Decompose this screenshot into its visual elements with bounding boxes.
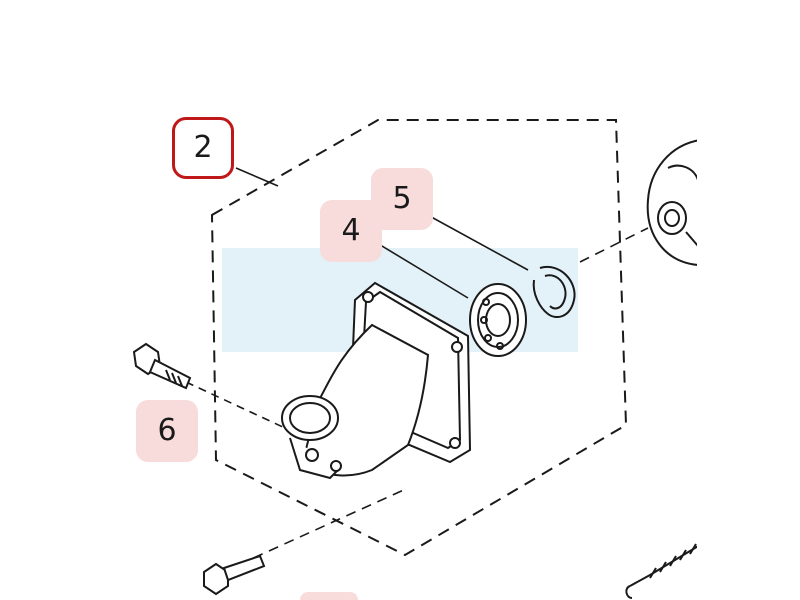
bolt-6 xyxy=(132,342,192,390)
spring-part xyxy=(625,543,701,599)
ball-bearing xyxy=(469,283,527,357)
callout-6-label: 6 xyxy=(157,413,177,448)
callout-2-label: 2 xyxy=(193,130,213,165)
callout-2[interactable]: 2 xyxy=(172,117,234,179)
callout-5-label: 5 xyxy=(392,181,412,216)
snap-ring xyxy=(532,265,576,318)
callout-4-label: 4 xyxy=(341,213,361,248)
clutch-drum xyxy=(646,139,701,266)
callout-5[interactable]: 5 xyxy=(371,168,433,230)
bottom-bolt xyxy=(203,554,266,596)
callout-partial-bottom[interactable] xyxy=(300,592,358,600)
gear-housing xyxy=(281,281,472,480)
callout-6[interactable]: 6 xyxy=(136,400,198,462)
assembly-boundary xyxy=(210,119,628,557)
